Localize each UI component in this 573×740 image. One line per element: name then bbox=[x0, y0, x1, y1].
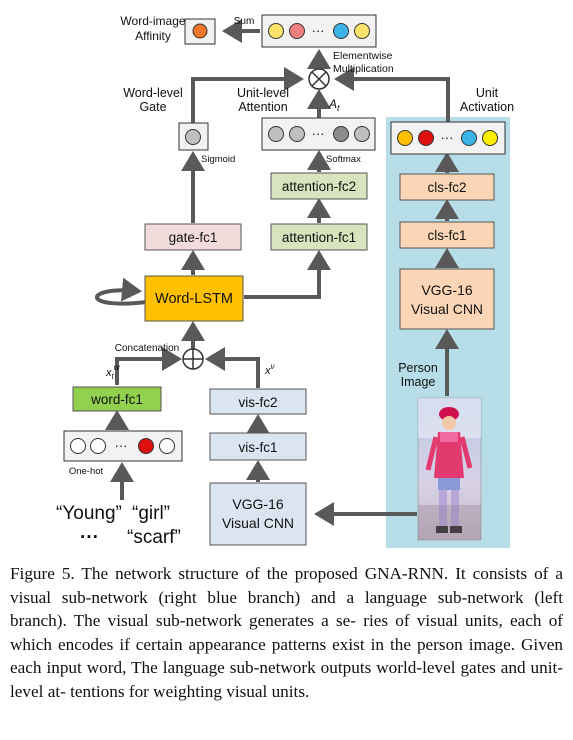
word-girl: “girl” bbox=[132, 503, 170, 524]
vis-fc1-label: vis-fc1 bbox=[238, 440, 277, 455]
xtw-label: xtw bbox=[105, 363, 121, 381]
sum-label: Sum bbox=[234, 16, 255, 27]
arrow-activation-to-multiply bbox=[334, 67, 450, 123]
vgg-bottom-box bbox=[209, 482, 307, 546]
activation-unit-dot bbox=[418, 130, 434, 146]
vgg-right-label-1: VGG-16 bbox=[421, 282, 473, 298]
one-hot-dot bbox=[90, 438, 106, 454]
vgg-right-box bbox=[399, 268, 495, 330]
caption-line: sub-network (left branch). The visual su… bbox=[10, 587, 563, 631]
elementwise-label-1: Elementwise bbox=[333, 50, 393, 62]
caption-line: language sub-network outputs world-level… bbox=[10, 658, 564, 701]
word-young: “Young” bbox=[56, 503, 122, 524]
attention-unit-dot bbox=[354, 126, 370, 142]
sum-unit-dot bbox=[333, 23, 349, 39]
activation-unit-dot bbox=[397, 130, 413, 146]
xv-label: xv bbox=[264, 362, 276, 377]
attention-unit-dot bbox=[333, 126, 349, 142]
attention-unit-dot bbox=[268, 126, 284, 142]
caption-line: patterns exist in the person image. Give… bbox=[10, 634, 564, 678]
cls-fc1-label: cls-fc1 bbox=[427, 228, 466, 243]
concatenation-label: Concatenation bbox=[115, 343, 180, 354]
gate-fc1-box bbox=[144, 223, 242, 251]
cls-fc2-label: cls-fc2 bbox=[427, 180, 466, 195]
sum-units-ellipsis: ··· bbox=[312, 23, 325, 38]
vgg-right-label-2: Visual CNN bbox=[411, 301, 483, 317]
word-level-gate-label-1: Word-level bbox=[123, 86, 183, 100]
one-hot-dot-active bbox=[138, 438, 154, 454]
at-symbol: At bbox=[328, 97, 340, 113]
caption-line: tentions for weighting visual units. bbox=[70, 681, 310, 701]
unit-activation-label-2: Activation bbox=[460, 100, 514, 114]
multiply-cross bbox=[311, 71, 327, 87]
softmax-label: Softmax bbox=[326, 154, 361, 165]
word-image-affinity-label-1: Word-image bbox=[120, 14, 185, 28]
cls-fc1-box bbox=[399, 221, 495, 249]
arrow-lstm-to-attfc1 bbox=[244, 250, 331, 299]
word-dots: ··· bbox=[80, 527, 99, 548]
person-image bbox=[417, 397, 482, 541]
arrow-gate-to-multiply bbox=[191, 67, 304, 123]
word-lstm-box bbox=[144, 275, 244, 322]
one-hot-ellipsis: ··· bbox=[115, 438, 128, 453]
activation-unit-dot bbox=[461, 130, 477, 146]
attention-unit-dot bbox=[289, 126, 305, 142]
word-level-gate-label-2: Gate bbox=[139, 100, 166, 114]
word-image-affinity-label-2: Affinity bbox=[135, 29, 171, 43]
cls-fc2-box bbox=[399, 173, 495, 201]
arrow-lstm-loop bbox=[95, 277, 147, 306]
vgg-bottom-label-1: VGG-16 bbox=[232, 496, 284, 512]
word-lstm-label: Word-LSTM bbox=[155, 291, 233, 307]
gate-unit-dot bbox=[185, 129, 201, 145]
word-fc1-box bbox=[72, 386, 162, 412]
vis-fc1-box bbox=[209, 432, 307, 461]
activation-unit-dot bbox=[482, 130, 498, 146]
caption-line: consists of a visual sub-network (right … bbox=[10, 564, 563, 607]
figure-caption: Figure 5. The network structure of the p… bbox=[10, 562, 563, 703]
network-diagram: Word-image Affinity Sum ··· Elementwise … bbox=[56, 14, 514, 548]
gate-fc1-label: gate-fc1 bbox=[169, 230, 218, 245]
sum-unit-dot bbox=[354, 23, 370, 39]
one-hot-dot bbox=[159, 438, 175, 454]
unit-level-attention-label-2: Attention bbox=[238, 100, 287, 114]
person-image-label-1: Person bbox=[398, 361, 438, 375]
vgg-bottom-label-2: Visual CNN bbox=[222, 515, 294, 531]
caption-line: Figure 5. The network structure of the p… bbox=[10, 564, 466, 583]
vis-fc2-label: vis-fc2 bbox=[238, 395, 277, 410]
attention-fc2-label: attention-fc2 bbox=[282, 179, 356, 194]
attention-fc2-box bbox=[270, 172, 368, 200]
attention-fc1-box bbox=[270, 223, 368, 251]
activation-units-ellipsis: ··· bbox=[441, 130, 454, 145]
attention-fc1-label: attention-fc1 bbox=[282, 230, 356, 245]
unit-level-attention-label-1: Unit-level bbox=[237, 86, 289, 100]
sum-unit-dot bbox=[289, 23, 305, 39]
vis-fc2-box bbox=[209, 388, 307, 415]
word-fc1-label: word-fc1 bbox=[90, 392, 143, 407]
one-hot-label: One-hot bbox=[69, 466, 104, 477]
sum-unit-dot bbox=[268, 23, 284, 39]
one-hot-dot bbox=[70, 438, 86, 454]
caption-line: ries of visual units, each of which enco… bbox=[10, 611, 564, 654]
arrow-visfc2-to-concat bbox=[205, 347, 260, 388]
arrow-wordfc1-to-concat bbox=[115, 347, 182, 385]
attention-units-ellipsis: ··· bbox=[312, 126, 325, 141]
affinity-dot bbox=[192, 23, 208, 39]
elementwise-label-2: Multiplication bbox=[333, 63, 394, 75]
sigmoid-label: Sigmoid bbox=[201, 154, 235, 165]
person-image-label-2: Image bbox=[401, 375, 436, 389]
unit-activation-label-1: Unit bbox=[476, 86, 499, 100]
word-scarf: “scarf” bbox=[127, 527, 181, 548]
connectors bbox=[95, 19, 459, 526]
